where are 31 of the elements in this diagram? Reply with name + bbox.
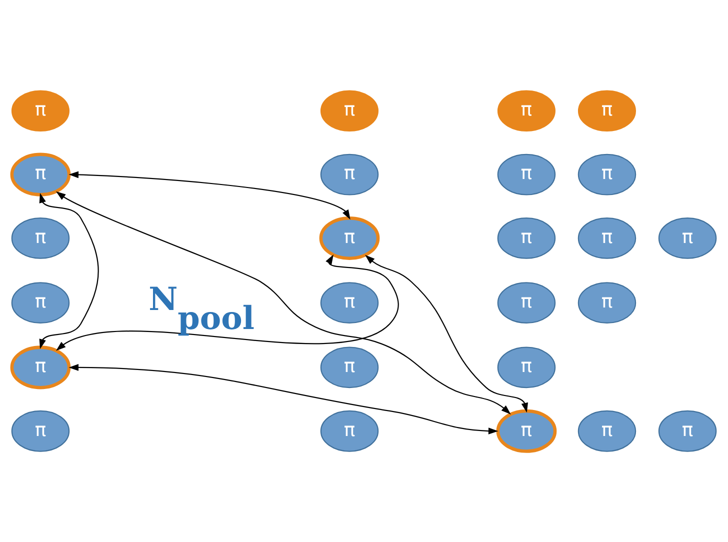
node-ellipse: π bbox=[497, 154, 556, 196]
node-ellipse: π bbox=[320, 282, 379, 324]
arrow bbox=[68, 171, 350, 220]
node-ellipse: π bbox=[11, 90, 70, 132]
node-ellipse: π bbox=[320, 410, 379, 452]
arrow bbox=[39, 193, 99, 349]
node-ellipse: π bbox=[10, 152, 71, 196]
node-ellipse: π bbox=[497, 346, 556, 388]
node-ellipse: π bbox=[11, 282, 70, 324]
arrow bbox=[56, 254, 399, 351]
node-ellipse: π bbox=[578, 282, 636, 324]
node-ellipse: π bbox=[320, 154, 379, 196]
node-ellipse: π bbox=[497, 218, 556, 259]
node-ellipse: π bbox=[578, 218, 636, 259]
node-ellipse: π bbox=[578, 90, 636, 132]
arrow bbox=[56, 191, 511, 414]
node-ellipse: π bbox=[11, 218, 70, 259]
node-ellipse: π bbox=[497, 90, 556, 132]
node-ellipse: π bbox=[658, 410, 717, 452]
node-ellipse: π bbox=[319, 216, 380, 260]
node-ellipse: π bbox=[496, 409, 557, 453]
node-ellipse: π bbox=[578, 410, 636, 452]
node-ellipse: π bbox=[320, 90, 379, 132]
node-ellipse: π bbox=[11, 410, 70, 452]
arrow bbox=[68, 364, 498, 434]
node-ellipse: π bbox=[320, 346, 379, 388]
arrow bbox=[365, 254, 528, 413]
node-ellipse: π bbox=[658, 218, 717, 259]
node-ellipse: π bbox=[497, 282, 556, 324]
node-ellipse: π bbox=[578, 154, 636, 196]
node-ellipse: π bbox=[10, 346, 71, 390]
